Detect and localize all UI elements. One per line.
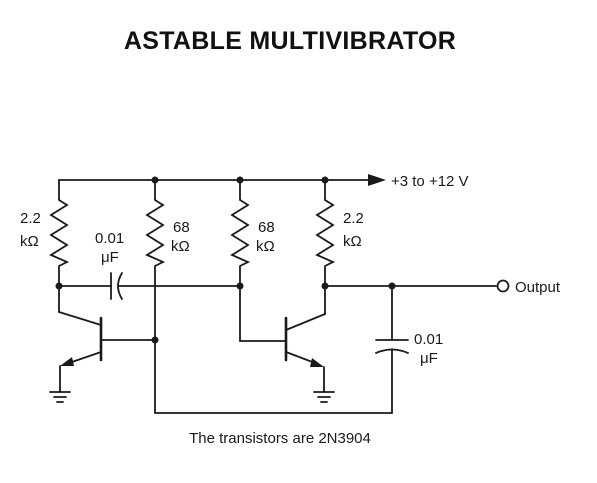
- c2-unit: μF: [420, 350, 438, 367]
- r1-value: 2.2: [20, 210, 41, 227]
- r3-value: 68: [258, 219, 275, 236]
- r3-unit: kΩ: [256, 238, 275, 255]
- diagram-title: ASTABLE MULTIVIBRATOR: [124, 27, 456, 55]
- r2-value: 68: [173, 219, 190, 236]
- transistor-q2: [239, 285, 326, 393]
- r4-value: 2.2: [343, 210, 364, 227]
- c1-unit: μF: [101, 249, 119, 266]
- supply-arrow-icon: [368, 174, 386, 186]
- r4-unit: kΩ: [343, 233, 362, 250]
- supply-label: +3 to +12 V: [391, 173, 469, 190]
- resistor-r4: [315, 179, 336, 287]
- c2-value: 0.01: [414, 331, 443, 348]
- output-line: [321, 279, 510, 293]
- r2-unit: kΩ: [171, 238, 190, 255]
- ground-icon: [49, 391, 71, 403]
- capacitor-c2: [154, 285, 409, 414]
- r1-unit: kΩ: [20, 233, 39, 250]
- q1-emitter-arrow-icon: [60, 357, 74, 366]
- supply-rail: [58, 174, 386, 186]
- resistor-r2: [145, 179, 166, 414]
- transistor-q1: [58, 285, 159, 393]
- output-label: Output: [515, 279, 561, 296]
- resistor-r3: [230, 179, 251, 342]
- c1-value: 0.01: [95, 230, 124, 247]
- capacitor-c1: [55, 272, 244, 300]
- transistor-note: The transistors are 2N3904: [189, 430, 371, 447]
- resistor-r1: [49, 179, 70, 287]
- q2-emitter-arrow-icon: [310, 358, 324, 367]
- ground-icon: [313, 391, 335, 403]
- output-terminal: [496, 279, 510, 293]
